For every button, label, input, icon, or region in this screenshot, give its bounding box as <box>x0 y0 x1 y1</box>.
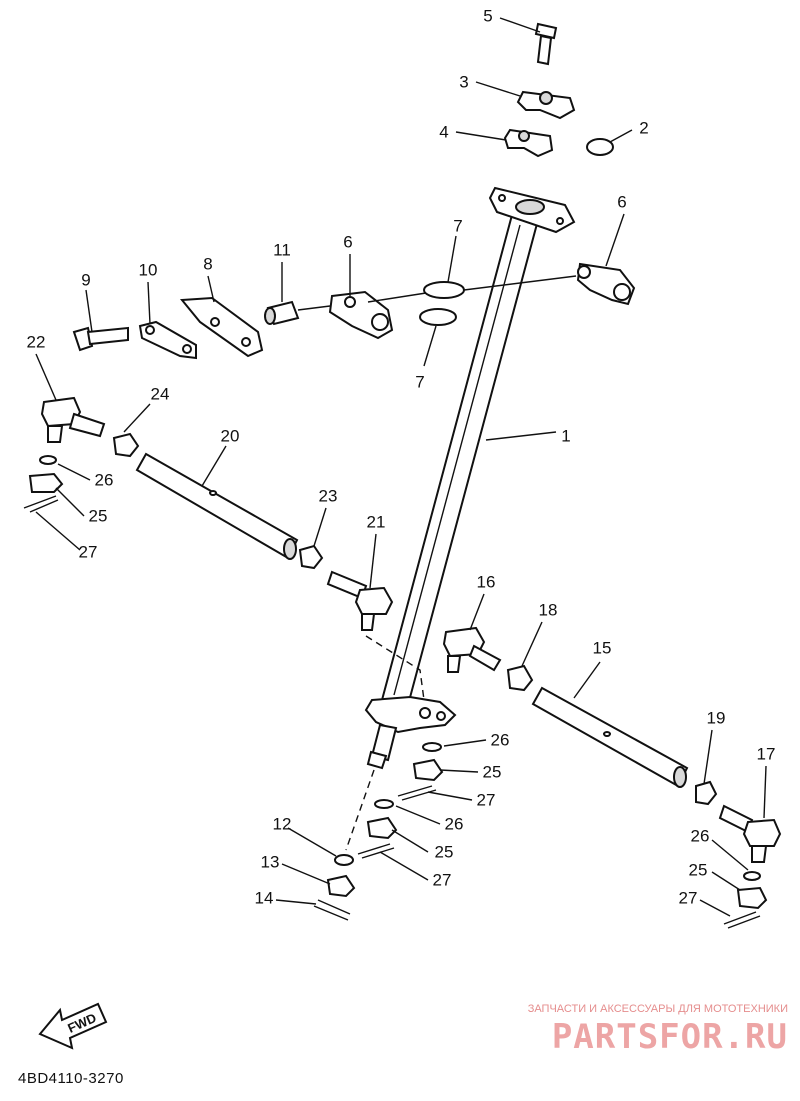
tie-rod-end-21 <box>326 570 394 631</box>
callout-19: 19 <box>707 709 726 728</box>
callout-1: 1 <box>561 427 570 446</box>
callout-17: 17 <box>757 745 776 764</box>
callout-18: 18 <box>539 601 558 620</box>
washer-12 <box>334 854 354 866</box>
washer-10 <box>138 320 197 360</box>
tie-rod-end-22 <box>40 396 106 443</box>
circlip-7-upper <box>423 281 465 299</box>
washer-26-right <box>743 871 761 881</box>
callout-25-center-lower: 25 <box>435 843 454 862</box>
fwd-arrow-icon: FWD <box>38 1002 108 1050</box>
callout-3: 3 <box>459 73 468 92</box>
callout-7-lower: 7 <box>415 373 424 392</box>
callout-10: 10 <box>139 261 158 280</box>
steering-shaft <box>364 186 576 770</box>
callout-11: 11 <box>273 241 291 260</box>
callout-27-center-upper: 27 <box>477 791 496 810</box>
cotter-pin-27-center-upper <box>397 785 437 801</box>
callout-26-center-lower: 26 <box>445 815 464 834</box>
bolt-9 <box>72 326 129 352</box>
tie-rod-20 <box>135 452 299 560</box>
nut-13 <box>326 874 356 898</box>
callout-12: 12 <box>273 815 292 834</box>
callout-2: 2 <box>639 119 648 138</box>
callout-23: 23 <box>319 487 338 506</box>
callout-9: 9 <box>81 271 90 290</box>
washer-26-center-lower <box>374 799 394 809</box>
holder-3 <box>516 90 576 120</box>
washer-26-left <box>39 455 57 465</box>
callout-4: 4 <box>439 123 448 142</box>
collar-6-right <box>576 262 636 306</box>
callout-15: 15 <box>593 639 612 658</box>
cotter-pin-27-center-lower <box>357 843 395 859</box>
holder-4 <box>503 128 554 158</box>
callout-13: 13 <box>261 853 280 872</box>
callout-6-right: 6 <box>617 193 626 212</box>
cotter-pin-27-left <box>23 495 59 513</box>
arm-8 <box>179 296 264 358</box>
watermark-caption: ЗАПЧАСТИ И АКСЕССУАРЫ ДЛЯ МОТОТЕХНИКИ <box>527 1003 788 1015</box>
callout-21: 21 <box>367 513 386 532</box>
cotter-pin-27-right <box>723 911 761 929</box>
callout-26-center-upper: 26 <box>491 731 510 750</box>
nut-18 <box>506 664 534 692</box>
tie-rod-end-17 <box>718 804 782 863</box>
nut-25-left <box>28 472 64 493</box>
callout-8: 8 <box>203 255 212 274</box>
nut-25-center-upper <box>412 758 444 782</box>
watermark-brand: PARTSFOR.RU <box>551 1017 788 1057</box>
diagram-code: 4BD4110-3270 <box>18 1070 124 1087</box>
tie-rod-15 <box>531 686 689 788</box>
callout-14: 14 <box>255 889 274 908</box>
callout-24: 24 <box>151 385 170 404</box>
callout-6-left: 6 <box>343 233 352 252</box>
callout-20: 20 <box>221 427 240 446</box>
tie-rod-end-16 <box>442 626 502 673</box>
callout-27-right: 27 <box>679 889 698 908</box>
nut-23 <box>298 544 324 570</box>
nut-24 <box>112 432 140 458</box>
callout-26-right: 26 <box>691 827 710 846</box>
callout-27-left: 27 <box>79 543 98 562</box>
nut-25-center-lower <box>366 816 398 840</box>
collar-6-left <box>328 290 394 340</box>
collar-11 <box>264 300 300 326</box>
callout-26-left: 26 <box>95 471 114 490</box>
bolt-5 <box>534 22 558 66</box>
callout-22: 22 <box>27 333 46 352</box>
callout-16: 16 <box>477 573 496 592</box>
callout-25-right: 25 <box>689 861 708 880</box>
cotter-pin-14 <box>313 899 351 921</box>
callout-27-center-lower: 27 <box>433 871 452 890</box>
washer-26-center-upper <box>422 742 442 752</box>
callout-5: 5 <box>483 7 492 26</box>
cap-2 <box>586 138 614 156</box>
nut-25-right <box>736 886 768 910</box>
circlip-7-lower <box>419 308 457 326</box>
nut-19 <box>695 780 718 806</box>
callout-25-center-upper: 25 <box>483 763 502 782</box>
callout-7-upper: 7 <box>453 217 462 236</box>
callout-25-left: 25 <box>89 507 108 526</box>
